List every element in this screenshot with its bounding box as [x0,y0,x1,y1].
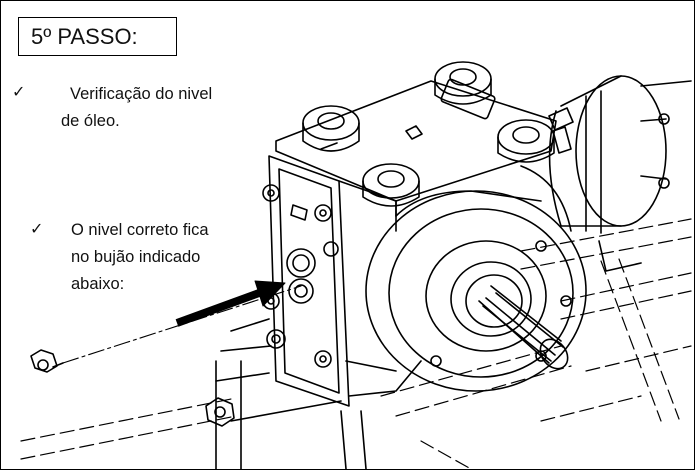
check-mark-icon: ✓ [30,219,44,238]
base-mount [215,240,642,469]
base-bolt [205,397,235,427]
top-plate [275,78,557,217]
note-line: no bujão indicado [71,248,201,266]
note-oil-level-check: Verificação do nivel de óleo. [61,81,212,135]
note-correct-level: O nivel correto fica no bujão indicado a… [71,217,209,298]
step-title: 5º PASSO: [31,23,138,49]
note-line: de óleo. [61,112,120,130]
output-flange [345,165,587,397]
indicator-arrow [175,280,286,327]
motor-housing [548,75,692,234]
bolt-bosses [302,61,574,207]
step-title-box: 5º PASSO: [18,17,177,56]
note-line: Verificação do nivel [70,85,213,103]
frame-lines [20,218,692,469]
note-line: abaixo: [71,275,125,293]
check-mark-icon: ✓ [12,82,26,101]
note-line: O nivel correto fica [71,221,209,239]
side-cover [262,155,397,407]
